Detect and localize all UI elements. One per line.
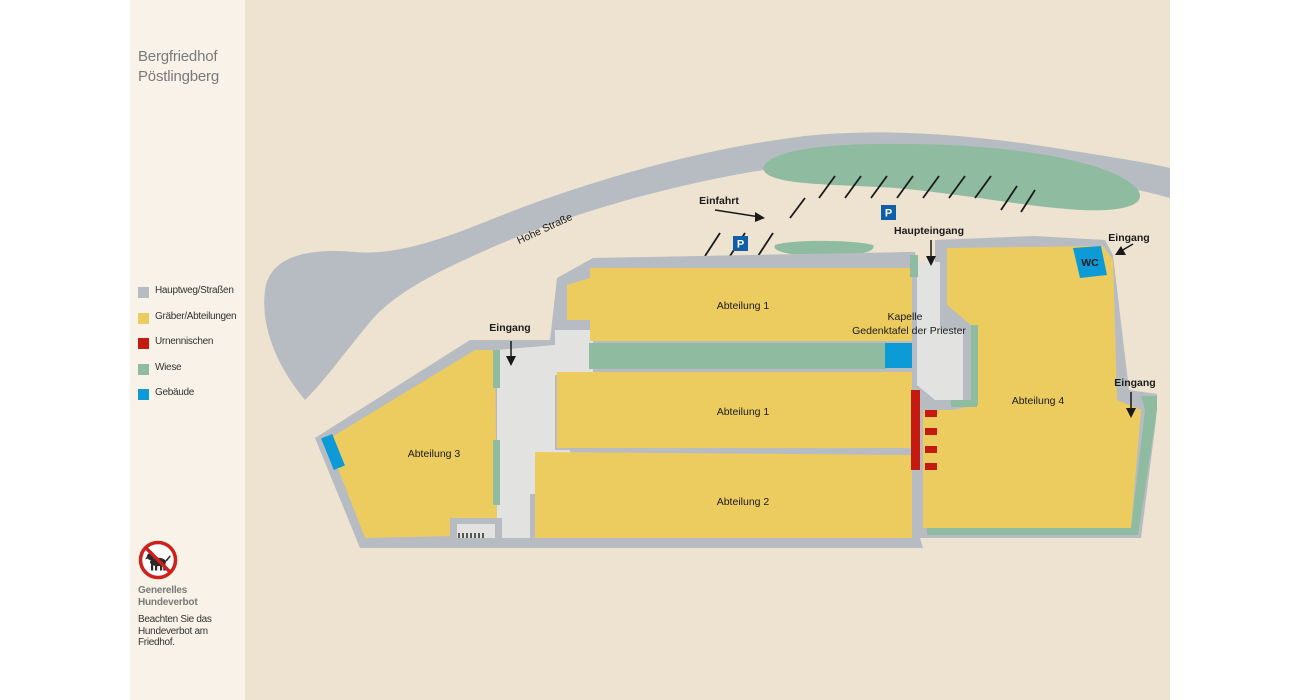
legend-label-graves: Gräber/Abteilungen [155,310,237,322]
legend-label-roads: Hauptweg/Straßen [155,285,234,296]
parking-lines [704,175,1036,257]
section-4-label: Abteilung 4 [1012,395,1065,407]
section-1-north-annex [567,278,590,320]
section-1-north-label: Abteilung 1 [717,300,770,312]
meadow-borders [493,255,1157,535]
building-wc [1073,246,1107,278]
building-chapel [885,343,912,368]
legend-label-urn-niches: Urnennischen [155,336,214,348]
stairs [450,518,502,538]
memorial-label: Gedenktafel der Priester [852,325,966,337]
notice-title-line2: Hundeverbot [138,597,198,608]
no-dogs-icon [138,540,178,580]
parking-sign-east-label: P [885,208,892,220]
section-1-middle [557,372,912,448]
road-hohe-strasse [264,132,1170,400]
meadow-strip [589,343,886,369]
section-1-middle-label: Abteilung 1 [717,406,770,418]
entrance-west-label: Eingang [489,322,530,334]
legend-sidebar: Bergfriedhof Pöstlingberg Hauptweg/Straß… [130,0,245,700]
parking-sign-west: P [733,236,748,251]
notice-text: Beachten Sie das Hundeverbot am Friedhof… [138,614,212,648]
notice-title-line1: Generelles [138,585,188,596]
building-west [321,433,345,471]
map-title: Bergfriedhof Pöstlingberg [138,47,219,87]
legend-swatch-graves [138,312,149,324]
legend-label-meadow: Wiese [155,361,182,373]
parking-sign-east: P [881,205,896,220]
section-3-label: Abteilung 3 [408,448,461,460]
parking-sign-west-label: P [737,239,744,251]
section-3 [327,350,497,538]
entrance-northeast-label: Eingang [1108,232,1149,244]
direction-arrows [506,209,1136,418]
section-4 [923,246,1141,528]
entrance-east-label: Eingang [1114,377,1155,389]
wc-label: WC [1081,257,1099,269]
cemetery-map: P P [245,0,1170,700]
map-title-line2: Pöstlingberg [138,68,219,85]
legend-swatch-urn-niches [138,338,149,350]
legend-swatch-meadow [138,363,149,375]
section-2 [535,452,912,538]
notice-title: Generelles Hundeverbot [138,585,198,609]
meadow-north [763,143,1141,211]
urn-niches [911,390,937,470]
map-title-line1: Bergfriedhof [138,48,218,65]
main-entrance-label: Haupteingang [894,225,964,237]
legend-swatch-buildings [138,389,149,401]
entrance-drive-label: Einfahrt [699,195,739,207]
section-1-north [590,268,912,341]
legend-swatch-roads [138,287,149,298]
meadow-parking [774,240,874,256]
legend-label-buildings: Gebäude [155,387,195,399]
section-2-label: Abteilung 2 [717,496,770,508]
map-canvas: P P [264,132,1170,548]
chapel-label: Kapelle [887,311,922,323]
